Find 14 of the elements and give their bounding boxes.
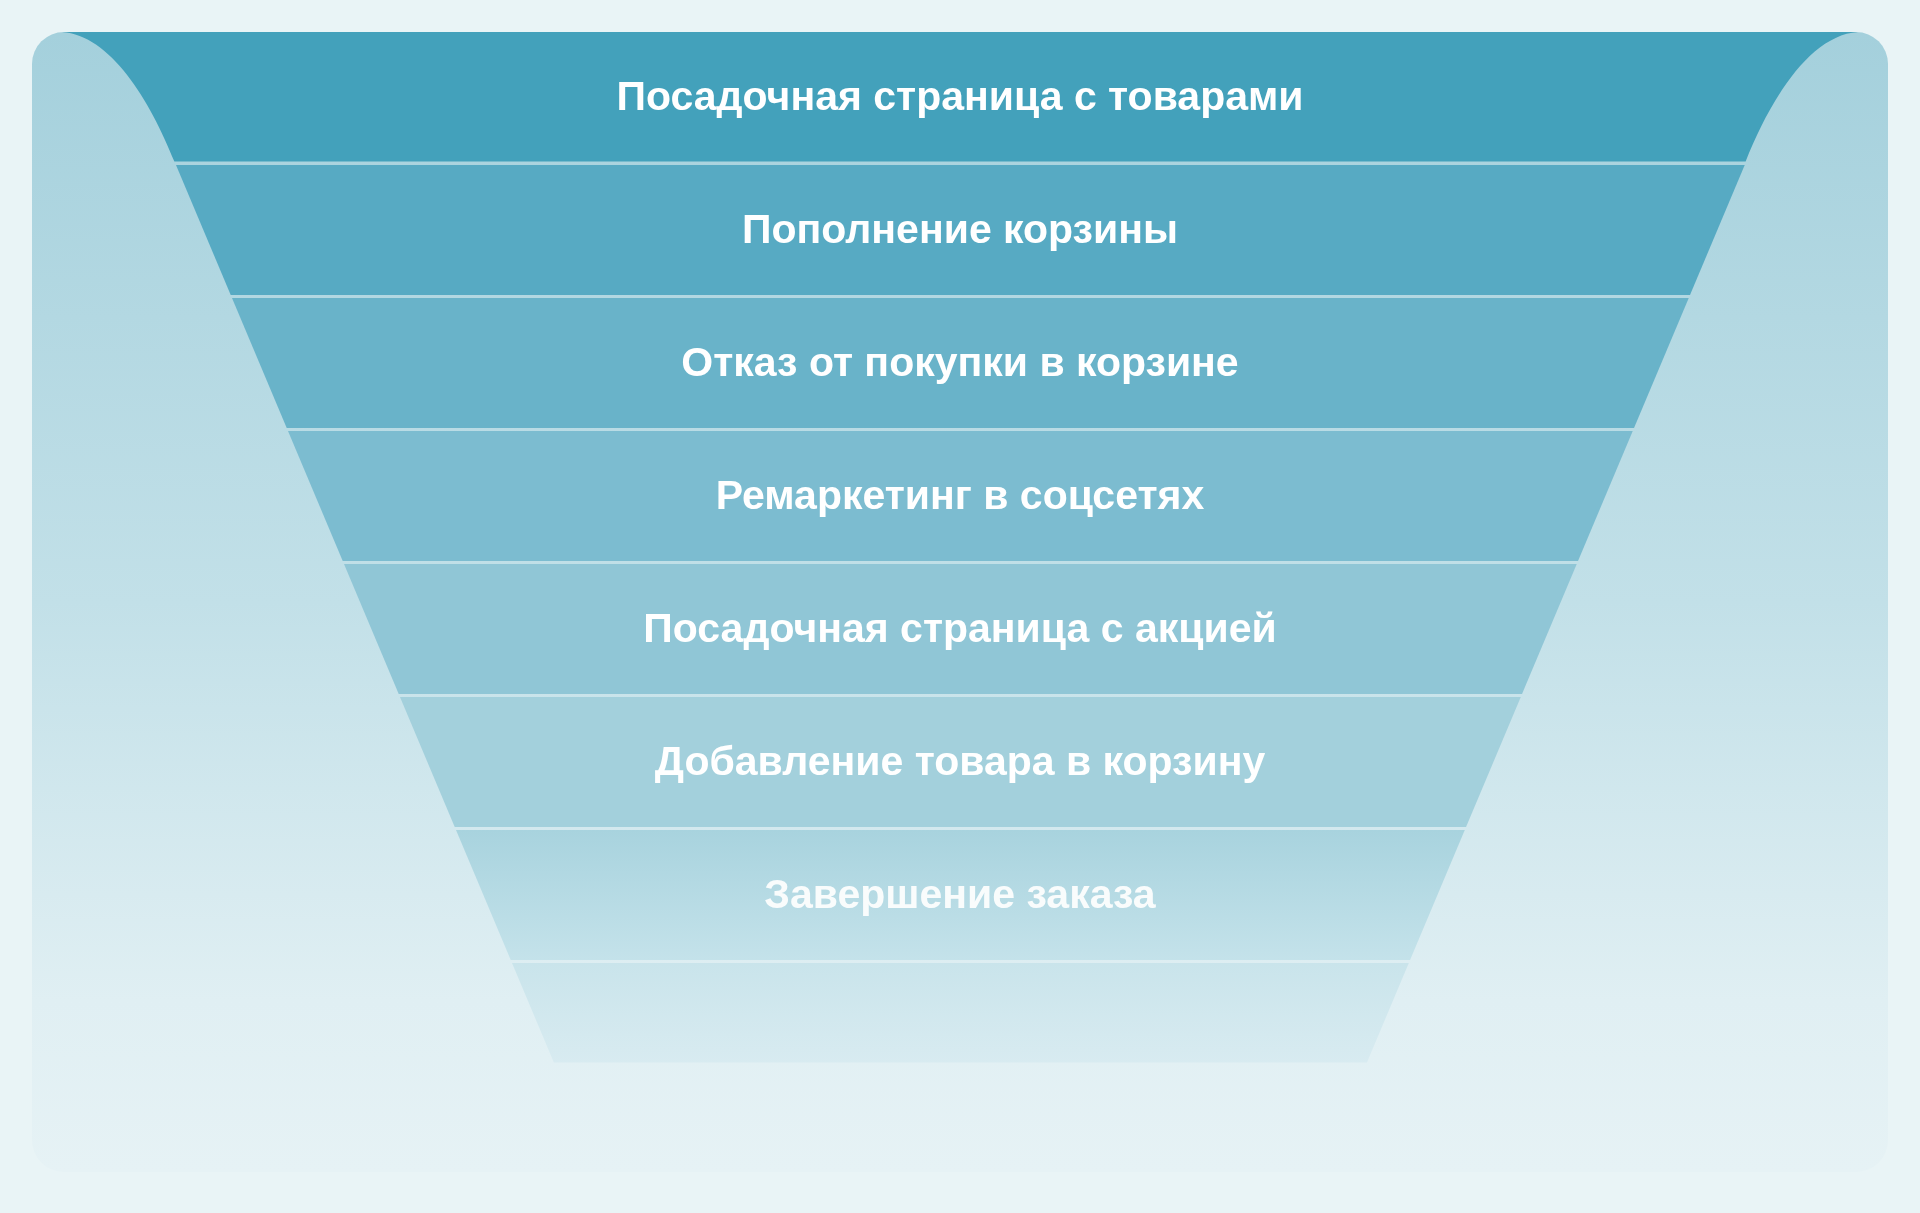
stage-label: Ремаркетинг в соцсетях <box>715 472 1205 519</box>
funnel-stage <box>455 829 1465 960</box>
funnel-stage <box>231 297 1689 428</box>
funnel-stage <box>343 563 1577 694</box>
stage-label: Посадочная страница с товарами <box>616 73 1304 120</box>
stage-label: Пополнение корзины <box>742 206 1178 253</box>
funnel-stage <box>399 696 1521 827</box>
funnel-stage <box>287 430 1633 561</box>
funnel-stage <box>511 962 1409 1062</box>
stage-label: Посадочная страница с акцией <box>643 605 1277 652</box>
stage-label: Добавление товара в корзину <box>654 738 1266 785</box>
stage-label: Завершение заказа <box>764 871 1156 918</box>
funnel-stage <box>175 164 1745 295</box>
stage-label: Отказ от покупки в корзине <box>681 339 1239 386</box>
